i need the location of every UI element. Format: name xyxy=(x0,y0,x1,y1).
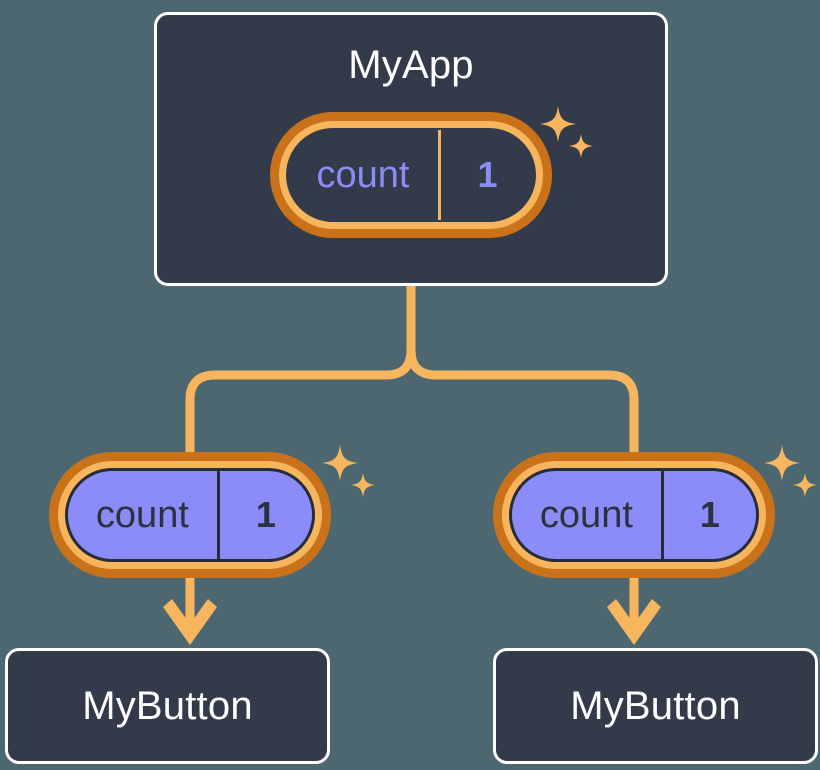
state-pill-inner: count 1 xyxy=(509,468,759,562)
sparkle-icon xyxy=(322,445,358,481)
state-pill-inner: count 1 xyxy=(286,128,536,222)
state-pill-inner: count 1 xyxy=(65,468,315,562)
state-key-label: count xyxy=(316,154,410,196)
connector-branch-right xyxy=(406,349,639,452)
state-value-label: 1 xyxy=(438,130,534,220)
sparkle-icon xyxy=(764,445,800,481)
state-value-label: 1 xyxy=(216,471,312,559)
state-value-label: 1 xyxy=(660,471,756,559)
state-pill-root[interactable]: count 1 xyxy=(270,112,552,238)
arrow-down-icon-right xyxy=(607,578,661,645)
state-pill-right[interactable]: count 1 xyxy=(493,452,775,578)
state-key-label: count xyxy=(95,494,189,536)
arrow-down-icon-left xyxy=(163,578,217,645)
state-pill-left[interactable]: count 1 xyxy=(49,452,331,578)
component-title: MyButton xyxy=(82,684,253,728)
component-title: MyButton xyxy=(570,684,741,728)
page-title: MyApp xyxy=(348,43,474,87)
component-card-mybutton-right[interactable]: MyButton xyxy=(493,648,818,764)
sparkle-small-icon xyxy=(793,473,817,497)
component-card-mybutton-left[interactable]: MyButton xyxy=(5,648,330,764)
state-key-label: count xyxy=(539,494,633,536)
connector-branch-left xyxy=(185,349,416,452)
sparkle-small-icon xyxy=(351,473,375,497)
